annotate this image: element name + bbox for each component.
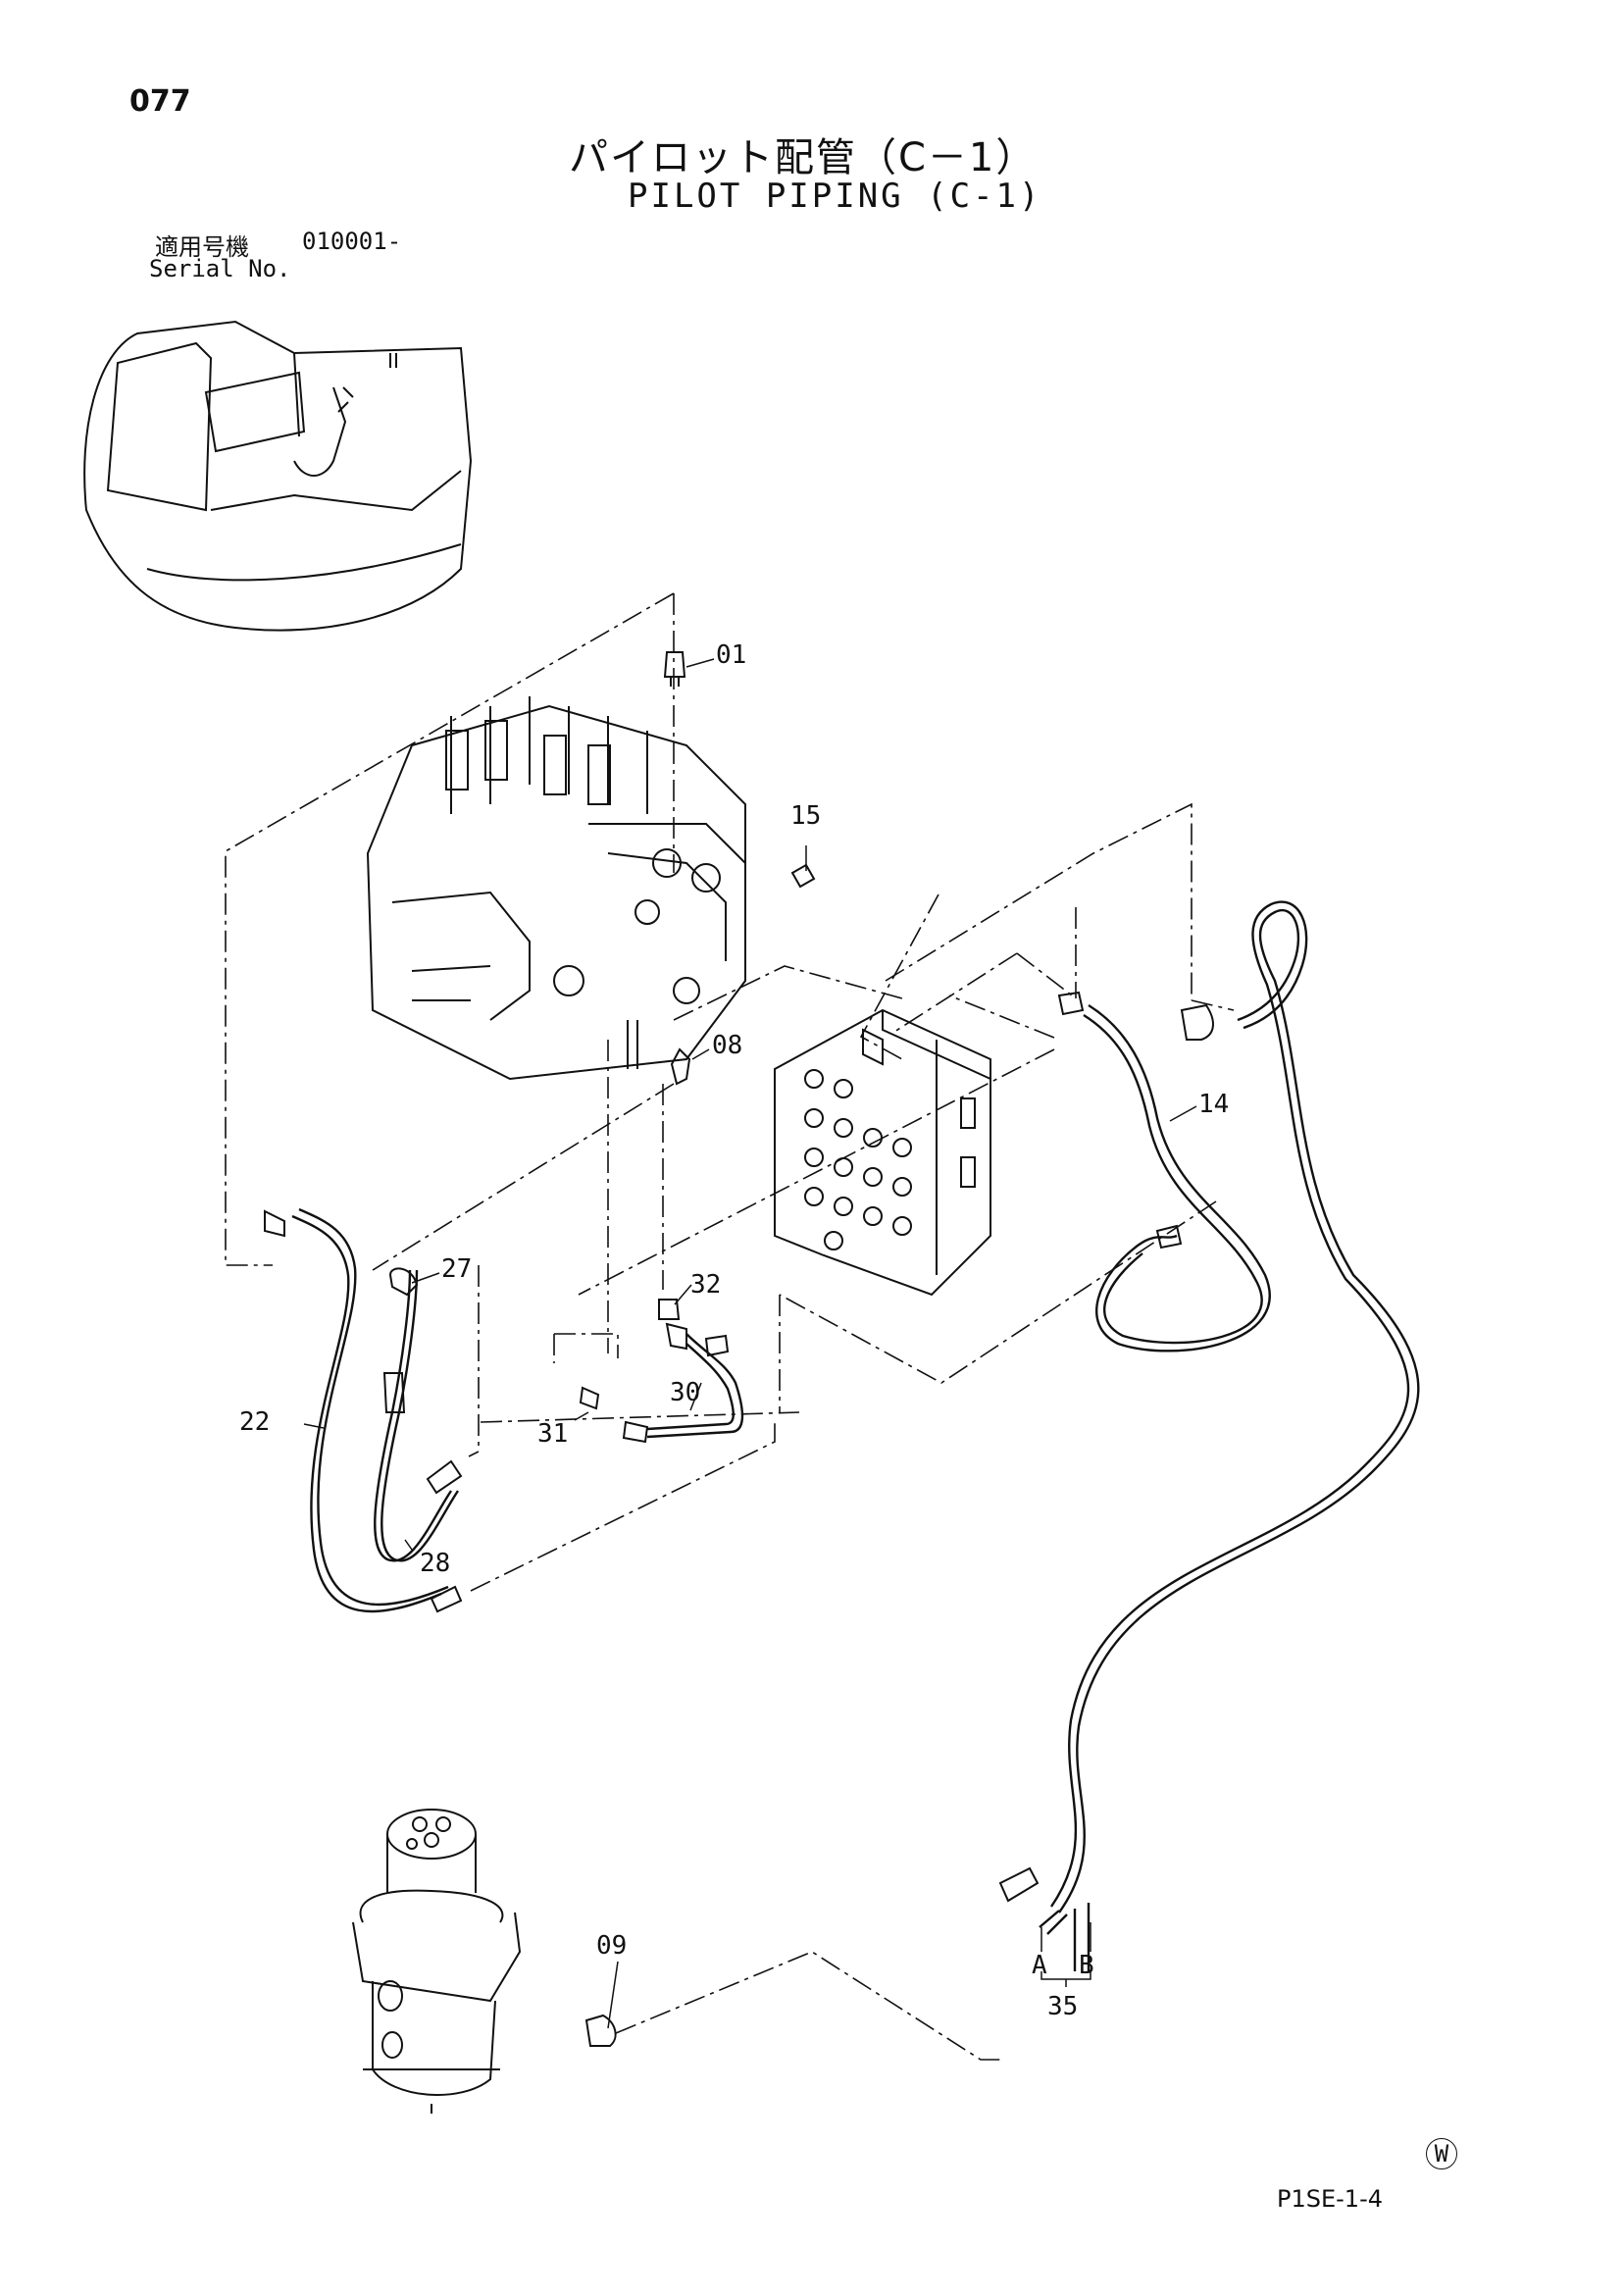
part-label-b: B (1079, 1951, 1094, 1980)
part-label-28: 28 (420, 1549, 450, 1578)
part-label-35: 35 (1047, 1992, 1078, 2021)
part-label-a: A (1032, 1951, 1047, 1980)
pilot-valve-block (774, 1008, 991, 1297)
part-label-30: 30 (670, 1378, 700, 1407)
part-label-32: 32 (690, 1270, 721, 1300)
part-label-27: 27 (441, 1254, 472, 1284)
control-valve (366, 696, 746, 1081)
page-title-japanese: パイロット配管（C－1） (569, 135, 1038, 180)
part-label-22: 22 (239, 1407, 270, 1437)
part-label-01: 01 (716, 640, 746, 670)
fittings (264, 651, 1214, 2047)
part-label-15: 15 (790, 801, 821, 831)
serial-label-english: Serial No. (149, 255, 291, 282)
serial-number-value: 010001- (302, 228, 402, 255)
part-label-09: 09 (596, 1931, 627, 1961)
drawing-code: P1SE-1-4 (1277, 2185, 1383, 2213)
page-title-english: PILOT PIPING (C-1) (628, 177, 1042, 216)
part-number-labels: 01 15 08 14 27 32 22 30 31 28 09 A B 35 (239, 640, 1229, 2021)
page-number: 077 (129, 84, 191, 119)
label-leaders (303, 658, 1197, 2029)
w-mark-badge: W (1426, 2138, 1457, 2169)
swivel-joint (352, 1809, 522, 2114)
leader-lines (225, 592, 1235, 2061)
hoses (291, 900, 1420, 1971)
part-label-31: 31 (537, 1419, 568, 1449)
part-label-08: 08 (712, 1031, 742, 1060)
serial-label-japanese: 適用号機 (155, 233, 249, 261)
excavator-overview-illustration (83, 320, 473, 632)
part-label-14: 14 (1198, 1090, 1229, 1119)
